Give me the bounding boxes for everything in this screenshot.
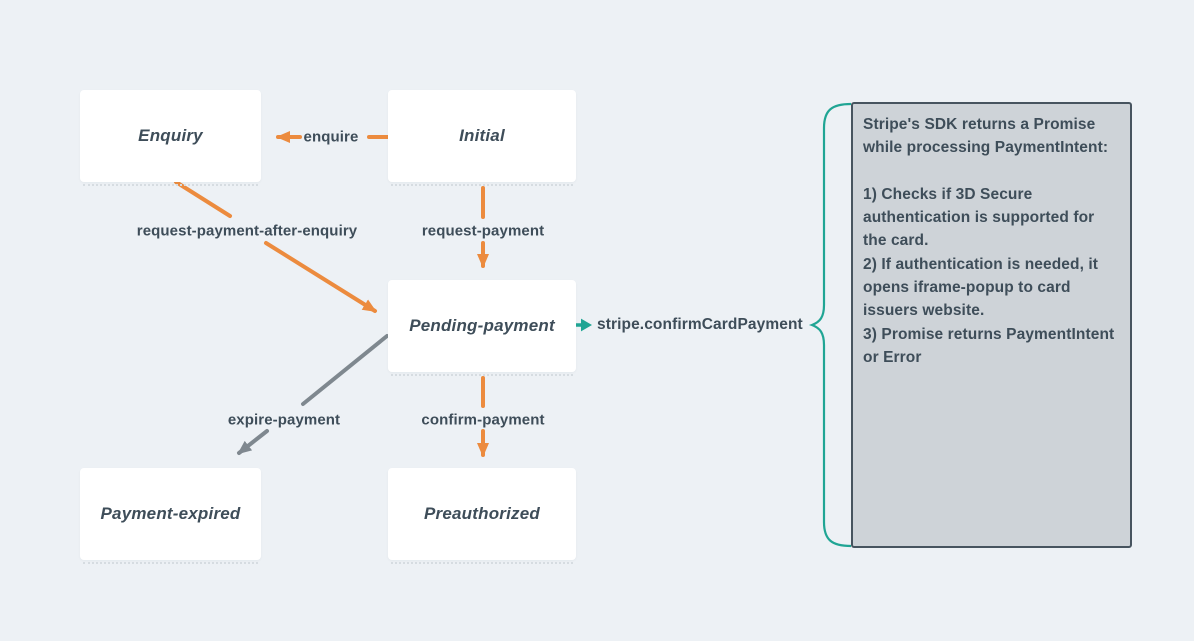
- edge-rpae-head: [264, 241, 377, 313]
- sdk-note-text: Stripe's SDK returns a Promise while pro…: [863, 116, 1115, 366]
- edge-label-confirm-payment: confirm-payment: [421, 411, 545, 429]
- callout-brace: [808, 102, 852, 548]
- state-box-initial: Initial: [388, 90, 576, 186]
- callout-arrow-icon: [572, 318, 592, 332]
- state-label-payment-expired: Payment-expired: [100, 504, 241, 523]
- callout-method-label: stripe.confirmCardPayment: [597, 316, 803, 333]
- state-label-preauthorized: Preauthorized: [424, 504, 540, 523]
- state-box-pending-payment: Pending-payment: [388, 280, 576, 376]
- edge-label-request-payment-after-enquiry: request-payment-after-enquiry: [136, 222, 358, 240]
- sdk-note-box: Stripe's SDK returns a Promise while pro…: [851, 102, 1132, 548]
- edge-label-request-payment: request-payment: [421, 222, 545, 240]
- edge-rpae-tail: [174, 180, 232, 218]
- edge-expire-payment-tail: [301, 334, 389, 406]
- edge-label-expire-payment: expire-payment: [227, 411, 341, 429]
- edge-expire-payment-head: [237, 429, 269, 455]
- state-label-enquiry: Enquiry: [138, 126, 203, 145]
- state-box-payment-expired: Payment-expired: [80, 468, 261, 564]
- state-box-enquiry: Enquiry: [80, 90, 261, 186]
- edge-label-enquire: enquire: [303, 128, 359, 146]
- state-label-pending-payment: Pending-payment: [409, 316, 555, 335]
- state-label-initial: Initial: [459, 126, 505, 145]
- state-box-preauthorized: Preauthorized: [388, 468, 576, 564]
